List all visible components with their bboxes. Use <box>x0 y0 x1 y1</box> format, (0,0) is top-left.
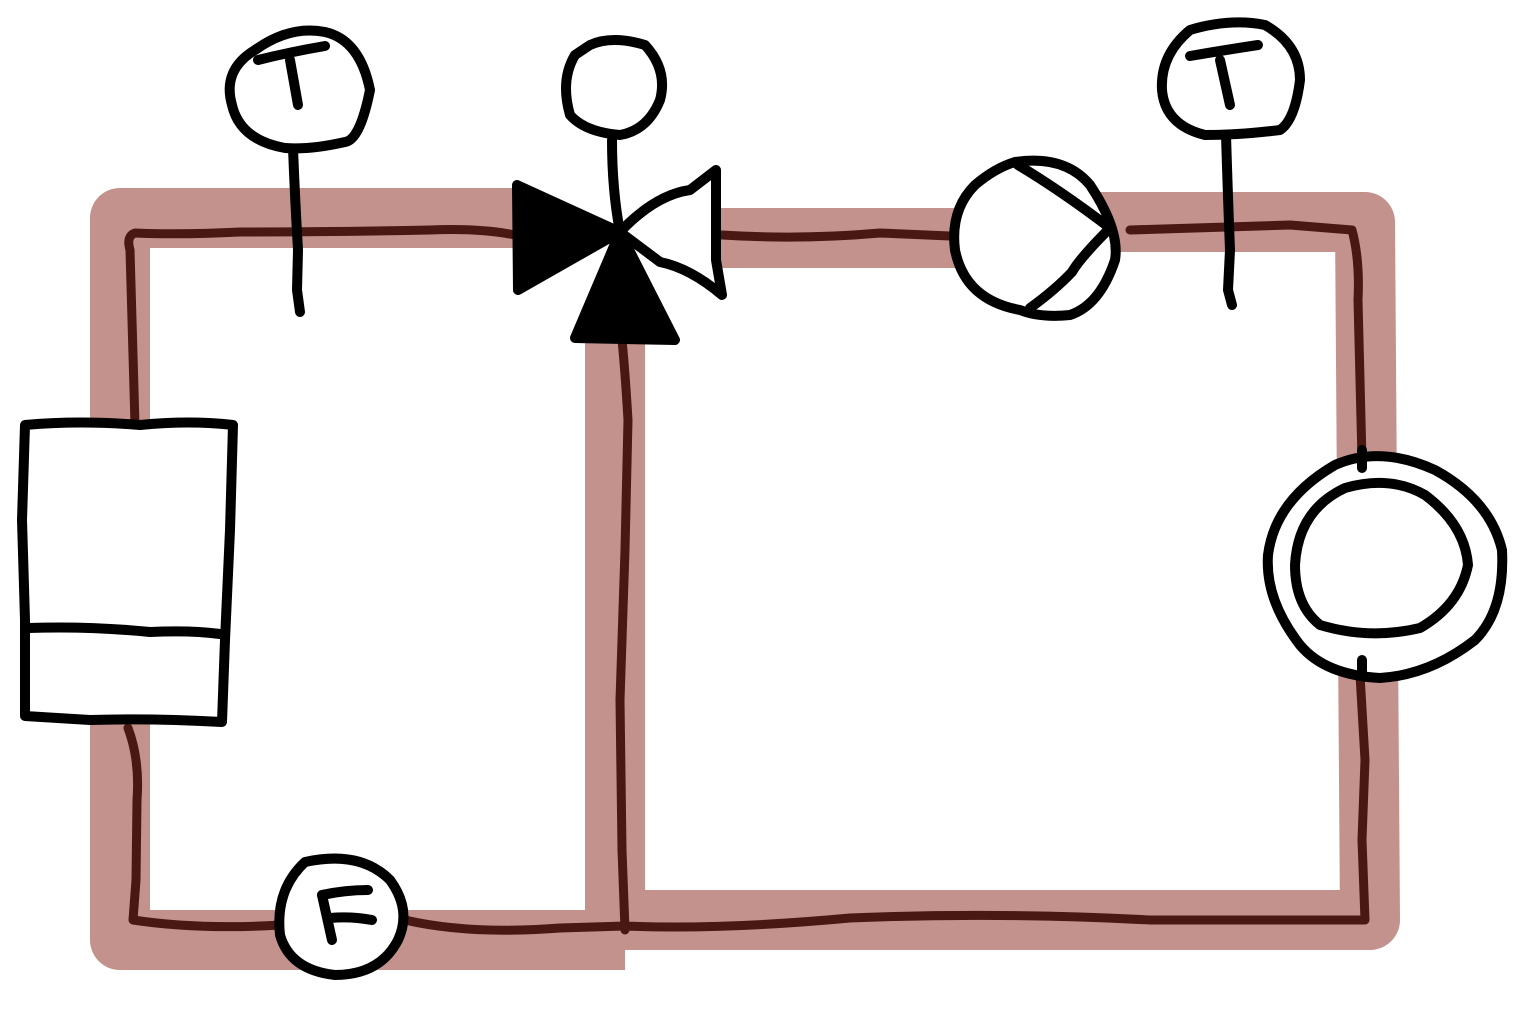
three-way-valve <box>512 35 727 345</box>
pipe-line-layer <box>123 220 1370 935</box>
temperature-sensor-left <box>224 25 375 317</box>
valve-actuator-stem <box>607 135 625 237</box>
temp-right-letter-stem <box>1215 55 1235 110</box>
highlight-right-loop <box>610 192 1400 950</box>
pipe-highlight-layer <box>90 188 1400 970</box>
temp-left-stem <box>288 143 305 317</box>
consumer-inner-circle <box>1290 477 1473 639</box>
pipe-top-left <box>124 225 520 430</box>
pipe-pump-out <box>1125 220 1367 465</box>
temp-left-letter-stem <box>285 55 303 110</box>
pipe-bottom <box>400 670 1370 935</box>
heat-source-outline <box>17 417 238 727</box>
temp-right-stem <box>1221 130 1237 310</box>
flow-sensor-letter-mid <box>325 912 377 925</box>
pipe-source-down <box>123 723 285 932</box>
valve-bottom-triangle <box>570 227 680 345</box>
valve-actuator-circle <box>561 35 668 140</box>
heat-source-box <box>17 417 238 727</box>
consumer-unit <box>1262 445 1508 683</box>
temp-right-letter-top <box>1185 40 1263 61</box>
temperature-sensor-right <box>1156 17 1305 310</box>
temp-left-letter-top <box>253 41 330 65</box>
valve-right-triangle <box>615 165 727 300</box>
pipe-top-right <box>717 228 955 242</box>
pump-triangle-top <box>1013 160 1115 233</box>
valve-left-triangle <box>512 180 625 295</box>
pump-triangle-bottom <box>1025 223 1115 313</box>
pump <box>949 155 1121 321</box>
flow-sensor <box>274 853 409 980</box>
pump-circle <box>949 155 1121 321</box>
pipe-bypass <box>615 335 633 935</box>
temp-right-circle <box>1156 17 1305 140</box>
flow-sensor-letter-top <box>317 885 373 900</box>
heat-source-divider <box>23 622 225 639</box>
